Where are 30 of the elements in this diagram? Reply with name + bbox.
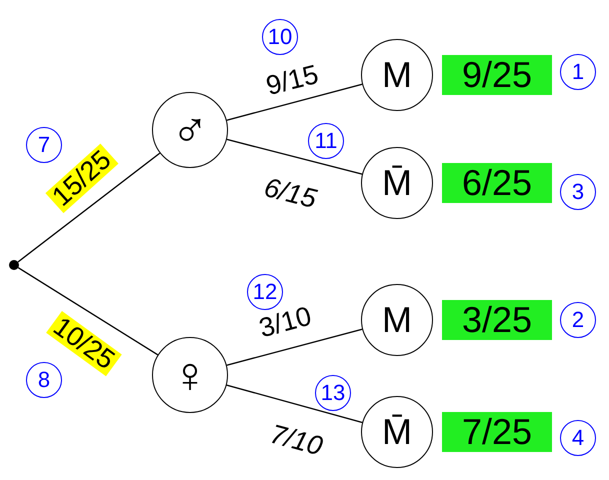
connector-line bbox=[226, 84, 362, 121]
callout-number: 13 bbox=[315, 375, 351, 411]
callout-number: 8 bbox=[26, 362, 62, 398]
outcome-circle: M bbox=[361, 39, 433, 111]
outcome-circle: ♂ bbox=[152, 92, 228, 168]
outcome-circle: ♀ bbox=[152, 337, 228, 413]
outcome-circle: M̄ bbox=[361, 396, 433, 468]
probability-label: 7/25 bbox=[442, 412, 552, 452]
edge-label: 9/15 bbox=[262, 60, 322, 100]
callout-number: 1 bbox=[560, 54, 596, 90]
edge-label: 7/10 bbox=[266, 419, 326, 461]
callout-number: 7 bbox=[26, 127, 62, 163]
probability-label: 6/25 bbox=[442, 163, 552, 203]
probability-label: 9/25 bbox=[442, 55, 552, 95]
outcome-circle: M bbox=[361, 284, 433, 356]
probability-label: 3/25 bbox=[442, 300, 552, 340]
callout-number: 2 bbox=[560, 302, 596, 338]
edge-label: 6/15 bbox=[260, 172, 320, 214]
connector-line bbox=[226, 328, 362, 366]
connector-line bbox=[18, 152, 160, 262]
connector-line bbox=[18, 267, 158, 356]
callout-number: 4 bbox=[560, 420, 596, 456]
outcome-circle: M̄ bbox=[361, 147, 433, 219]
connector-line bbox=[226, 138, 362, 175]
callout-number: 11 bbox=[308, 123, 344, 159]
callout-number: 12 bbox=[247, 274, 283, 310]
callout-number: 3 bbox=[560, 174, 596, 210]
callout-number: 10 bbox=[262, 19, 298, 55]
connector-line bbox=[226, 384, 362, 424]
root-dot bbox=[9, 260, 19, 270]
